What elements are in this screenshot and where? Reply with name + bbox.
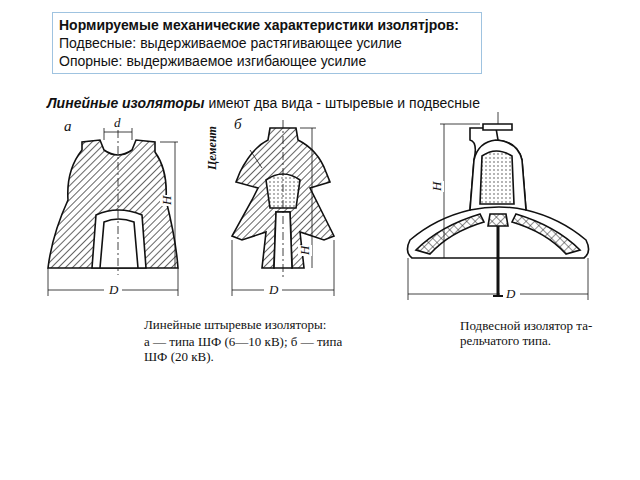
dimension-label: H xyxy=(298,244,312,255)
box-line: Опорные: выдерживаемое изгибающее усилие xyxy=(59,52,475,70)
part-label: Цемент xyxy=(206,125,219,171)
subtitle: Линейные изоляторы xyxy=(47,96,204,111)
dimension-label: H xyxy=(160,194,174,205)
box-heading: Нормируемые механические характеристики … xyxy=(59,16,475,34)
text-box: Нормируемые механические характеристики … xyxy=(52,12,482,74)
caption: Линейные штыревые изоляторы: xyxy=(144,318,326,332)
caption: Подвесной изолятор та- рельчатого типа. xyxy=(460,318,635,348)
dimension-label: D xyxy=(267,283,280,297)
subtitle-rest: имеют два вида - штыревые и подвесные xyxy=(208,96,480,111)
caption: а — типа ШФ (6—10 кВ); б — типа ШФ (20 к… xyxy=(144,334,354,364)
box-line: Подвесные: выдерживаемое растягивающее у… xyxy=(59,34,475,52)
figure-letter: а xyxy=(64,118,72,135)
dimension-label: d xyxy=(112,116,123,130)
dimension-label: D xyxy=(504,287,517,301)
figure-letter: б xyxy=(234,116,242,133)
dimension-label: H xyxy=(430,180,444,191)
dimension-label: D xyxy=(107,283,120,297)
